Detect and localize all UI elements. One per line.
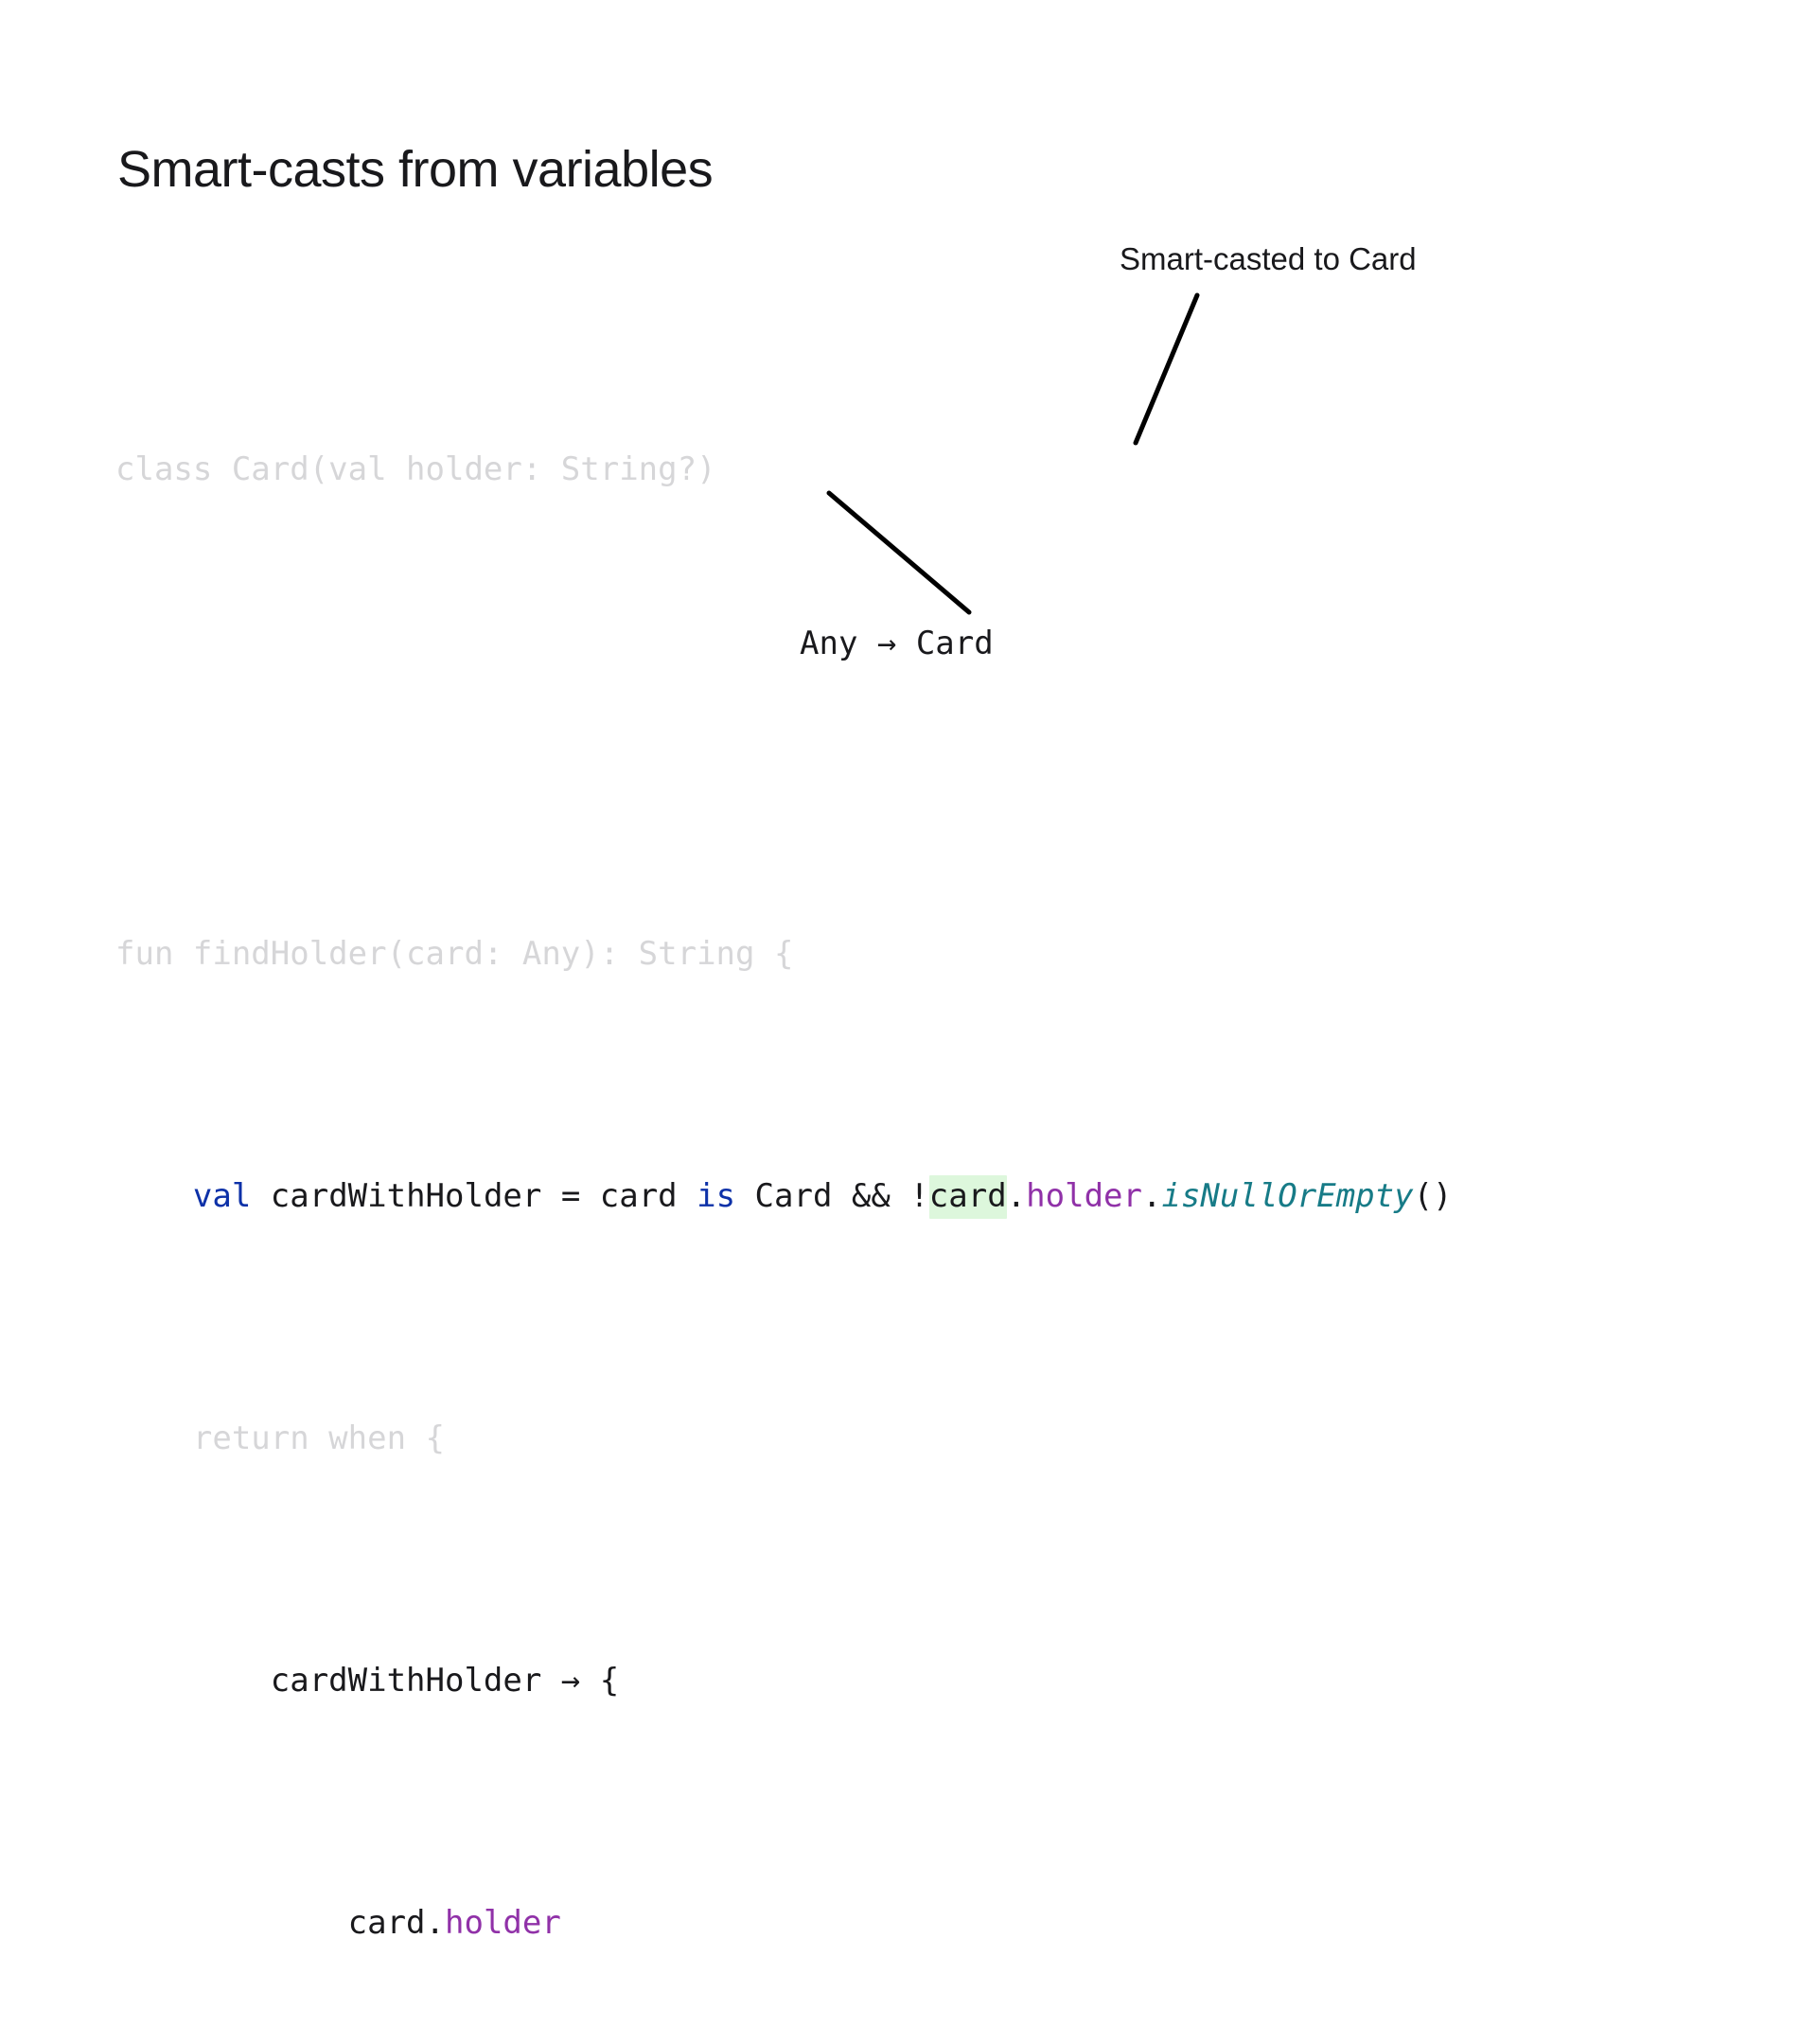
code-token-keyword-is: is	[697, 1177, 736, 1215]
annotation-any-to-card: Any → Card	[800, 625, 994, 662]
code-line-branch-cardwithholder: cardWithHolder → {	[115, 1650, 1453, 1711]
code-token-call-parens: ()	[1413, 1177, 1453, 1215]
code-line-blank-1	[115, 681, 1453, 742]
code-token-keyword-val: val	[192, 1177, 252, 1215]
code-token-class-decl: class Card(val holder: String?)	[115, 450, 716, 488]
code-line-card-holder: card.holder	[115, 1893, 1453, 1953]
code-token-card-type-and-not: Card && !	[735, 1177, 929, 1215]
code-token-card-receiver: card.	[115, 1904, 445, 1942]
code-line-return-when: return when {	[115, 1408, 1453, 1469]
code-token-function-isnullorempty: isNullOrEmpty	[1161, 1177, 1414, 1215]
code-token-property-holder: holder	[1026, 1177, 1142, 1215]
code-token-property-holder-2: holder	[445, 1904, 561, 1942]
code-line-class-card: class Card(val holder: String?)	[115, 439, 1453, 500]
code-token-highlighted-card: card	[928, 1175, 1007, 1219]
code-token-return-when: return when {	[115, 1419, 445, 1457]
code-token-indent-1	[115, 1177, 193, 1215]
annotation-smart-casted-to-card: Smart-casted to Card	[1120, 241, 1417, 276]
slide-canvas: Smart-casts from variables class Card(va…	[115, 141, 1453, 1942]
code-token-branch-cardwithholder: cardWithHolder → {	[115, 1662, 620, 1700]
code-token-fun-signature: fun findHolder(card: Any): String {	[115, 935, 794, 973]
code-line-fun-findholder: fun findHolder(card: Any): String {	[115, 924, 1453, 984]
code-block: class Card(val holder: String?) fun find…	[115, 257, 1453, 2044]
code-token-dot-1: .	[1006, 1177, 1027, 1215]
code-line-val-cardwithholder: val cardWithHolder = card is Card && !ca…	[115, 1166, 1453, 1226]
page-title: Smart-casts from variables	[117, 141, 714, 199]
code-token-dot-2: .	[1141, 1177, 1162, 1215]
code-token-assign-card: cardWithHolder = card	[251, 1177, 697, 1215]
